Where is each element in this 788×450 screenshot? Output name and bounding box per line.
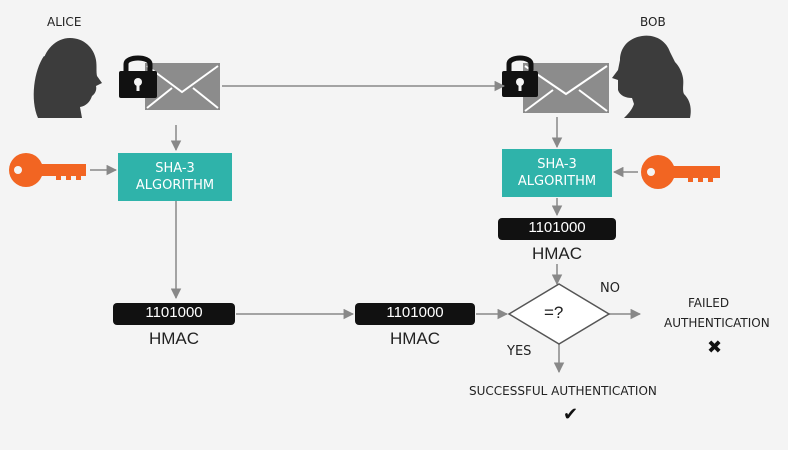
bob-algorithm-line1: SHA-3 [537,157,577,172]
alice-algorithm-line1: SHA-3 [155,161,195,176]
yes-label: YES [507,344,532,359]
failed-line1: FAILED [688,296,730,310]
alice-silhouette-icon [33,38,102,118]
alice-hash-box: 1101000 [113,303,235,325]
alice-algorithm-box: SHA-3 ALGORITHM [118,153,232,201]
bob-algorithm-box: SHA-3 ALGORITHM [502,149,612,197]
bob-label: BOB [640,15,666,29]
bob-hash-box: 1101000 [498,218,616,240]
alice-algorithm-line2: ALGORITHM [135,178,215,193]
failed-x-icon: ✖ [707,337,723,358]
bob-lock-icon [502,55,538,97]
received-hmac-label: HMAC [389,329,441,348]
received-hash-box: 1101000 [355,303,475,325]
success-label: SUCCESSFUL AUTHENTICATION [469,384,657,398]
failed-line2: AUTHENTICATION [664,316,770,330]
bob-hmac-label: HMAC [531,244,583,263]
compare-symbol: =? [544,303,564,322]
compare-diamond [507,283,611,345]
alice-hmac-label: HMAC [148,329,200,348]
bob-algorithm-line2: ALGORITHM [517,174,597,189]
bob-silhouette-icon [612,35,691,118]
success-check-icon: ✔ [563,404,579,425]
alice-envelope-icon [145,63,220,110]
no-label: NO [600,281,620,296]
alice-key-icon [9,153,86,187]
alice-label: ALICE [47,15,82,29]
bob-key-icon [641,155,720,189]
alice-lock-icon [119,55,157,98]
